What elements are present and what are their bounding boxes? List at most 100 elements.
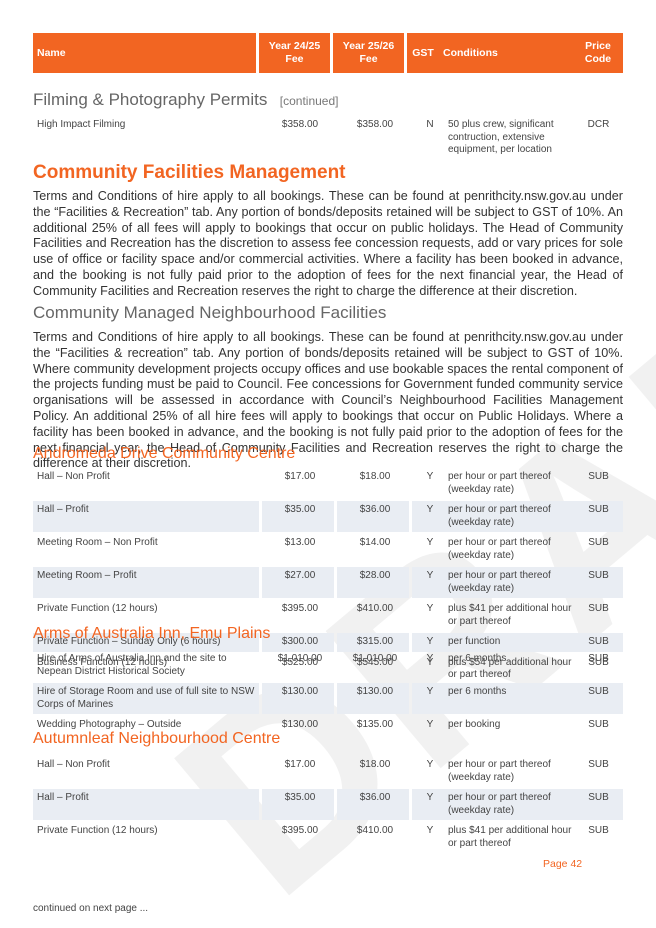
table-row: Business Function (12 hours) $525.00 $545.… [33, 654, 623, 685]
fee-table: High Impact Filming $358.00 $358.00 N 50 plu… [33, 116, 623, 160]
filming-section: Filming & Photography Permits [continued… [33, 90, 623, 162]
cell-cond: per hour or part thereof (weekday rate) [444, 789, 574, 820]
cell-y2: $18.00 [359, 471, 391, 482]
filming-title: Filming & Photography Permits [33, 90, 268, 109]
cell-gst: Y [426, 719, 434, 730]
cell-y1: $35.00 [262, 501, 334, 532]
cell-code: SUB [588, 471, 609, 482]
cell-gst: Y [426, 825, 434, 836]
table-row: Private Function (12 hours)$395.00$410.0… [33, 600, 623, 631]
cell-name: Hire of Storage Room and use of full sit… [33, 683, 259, 714]
arms-title: Arms of Australia Inn, Emu Plains [33, 625, 271, 642]
cell-code: DCR [587, 119, 610, 130]
cell-gst: Y [412, 683, 444, 714]
cell-name: Private Function (12 hours) [37, 825, 158, 836]
fee-table: Hire of Arms of Australia Inn and the si… [33, 650, 623, 735]
cmnf-text: Terms and Conditions of hire apply to al… [33, 330, 623, 471]
cmnf-title: Community Managed Neighbourhood Faciliti… [33, 303, 387, 322]
cell-y1: $35.00 [262, 789, 334, 820]
cell-name: Business Function (12 hours) [37, 656, 168, 668]
cell-y2: $315.00 [337, 633, 409, 652]
cell-code: SUB [588, 719, 609, 730]
cell-gst: Y [412, 789, 444, 820]
cell-gst: Y [426, 471, 434, 482]
cell-gst: Y [412, 567, 444, 598]
cfm-text: Terms and Conditions of hire apply to al… [33, 189, 623, 298]
cell-y1: $395.00 [281, 825, 319, 836]
cell-y1: $27.00 [262, 567, 334, 598]
cell-y2: $28.00 [337, 567, 409, 598]
cell-y1: $17.00 [284, 471, 316, 482]
cell-name: Hall – Profit [33, 789, 259, 820]
cell-gst: Y [426, 653, 434, 664]
cell-code: SUB [574, 683, 623, 714]
cell-code: SUB [588, 825, 609, 836]
cell-name: Hall – Non Profit [37, 759, 110, 770]
cell-name: Meeting Room – Non Profit [37, 537, 158, 548]
cell-y1: $130.00 [262, 683, 334, 714]
cell-cond: per hour or part thereof (weekday rate) [444, 567, 574, 598]
cell-cond: 50 plus crew, significant contruction, e… [448, 119, 554, 155]
cell-y1: $17.00 [284, 759, 316, 770]
continued-note: continued on next page ... [33, 903, 149, 914]
andromeda-section: Andromeda Drive Community Centre Hall – … [33, 445, 623, 687]
cell-name: High Impact Filming [37, 119, 126, 130]
cell-name: Wedding Photography – Outside [37, 719, 182, 730]
cell-y2: $358.00 [356, 119, 394, 130]
cell-cond: per function [444, 633, 574, 652]
autumnleaf-title: Autumnleaf Neighbourhood Centre [33, 730, 281, 747]
cell-code: SUB [588, 603, 609, 614]
cell-y2: $130.00 [337, 683, 409, 714]
header-gst: GST [412, 46, 434, 59]
header-year1: Year 24/25 Fee [258, 33, 330, 73]
cell-y1: $395.00 [281, 603, 319, 614]
cell-gst: Y [426, 603, 434, 614]
table-header: Name Year 24/25 Fee Year 25/26 Fee GST C… [33, 33, 623, 73]
cell-y1: $300.00 [262, 633, 334, 652]
cell-code: SUB [588, 653, 609, 664]
cell-y2: $135.00 [356, 719, 394, 730]
arms-section: Arms of Australia Inn, Emu Plains Hire o… [33, 625, 623, 737]
cell-y2: $36.00 [337, 789, 409, 820]
cell-cond: per hour or part thereof (weekday rate) [448, 471, 551, 495]
cell-name: Hall – Profit [33, 501, 259, 532]
cell-code: SUB [574, 501, 623, 532]
cell-cond: per 6 months [444, 683, 574, 714]
cell-y2: $36.00 [337, 501, 409, 532]
cell-y1: $525.00 [281, 656, 319, 668]
cell-y2: $410.00 [356, 825, 394, 836]
cell-code: SUB [588, 656, 609, 668]
cell-name: Hire of Arms of Australia Inn and the si… [37, 653, 227, 677]
header-conditions: Conditions [443, 46, 498, 59]
cell-y1: $13.00 [284, 537, 316, 548]
cell-name: Hall – Non Profit [37, 471, 110, 482]
cell-y1: $1,010.00 [277, 653, 323, 664]
table-row: Private Function – Sunday Only (6 hours)… [33, 633, 623, 652]
table-row: Hire of Storage Room and use of full sit… [33, 683, 623, 714]
cell-cond: per hour or part thereof (weekday rate) [444, 501, 574, 532]
page-number: Page 42 [543, 858, 583, 870]
cell-code: SUB [588, 759, 609, 770]
cell-gst: N [426, 119, 434, 130]
cell-cond: per hour or part thereof (weekday rate) [448, 537, 551, 561]
cell-gst: Y [426, 537, 434, 548]
cell-gst: Y [426, 656, 434, 668]
cell-y2: $545.00 [356, 656, 394, 668]
cell-y1: $358.00 [281, 119, 319, 130]
cell-cond: plus $54 per additional hour or part the… [448, 656, 572, 681]
table-row: Private Function (12 hours) $395.00 $410.0… [33, 822, 623, 853]
table-row: High Impact Filming $358.00 $358.00 N 50 plu… [33, 116, 623, 160]
header-year2: Year 25/26 Fee [332, 33, 404, 73]
cell-gst: Y [412, 633, 444, 652]
table-row: Wedding Photography – Outside$130.00$135… [33, 716, 623, 735]
cell-cond: plus $41 per additional hour or part the… [448, 825, 572, 849]
cell-code: SUB [574, 789, 623, 820]
cell-gst: Y [412, 501, 444, 532]
